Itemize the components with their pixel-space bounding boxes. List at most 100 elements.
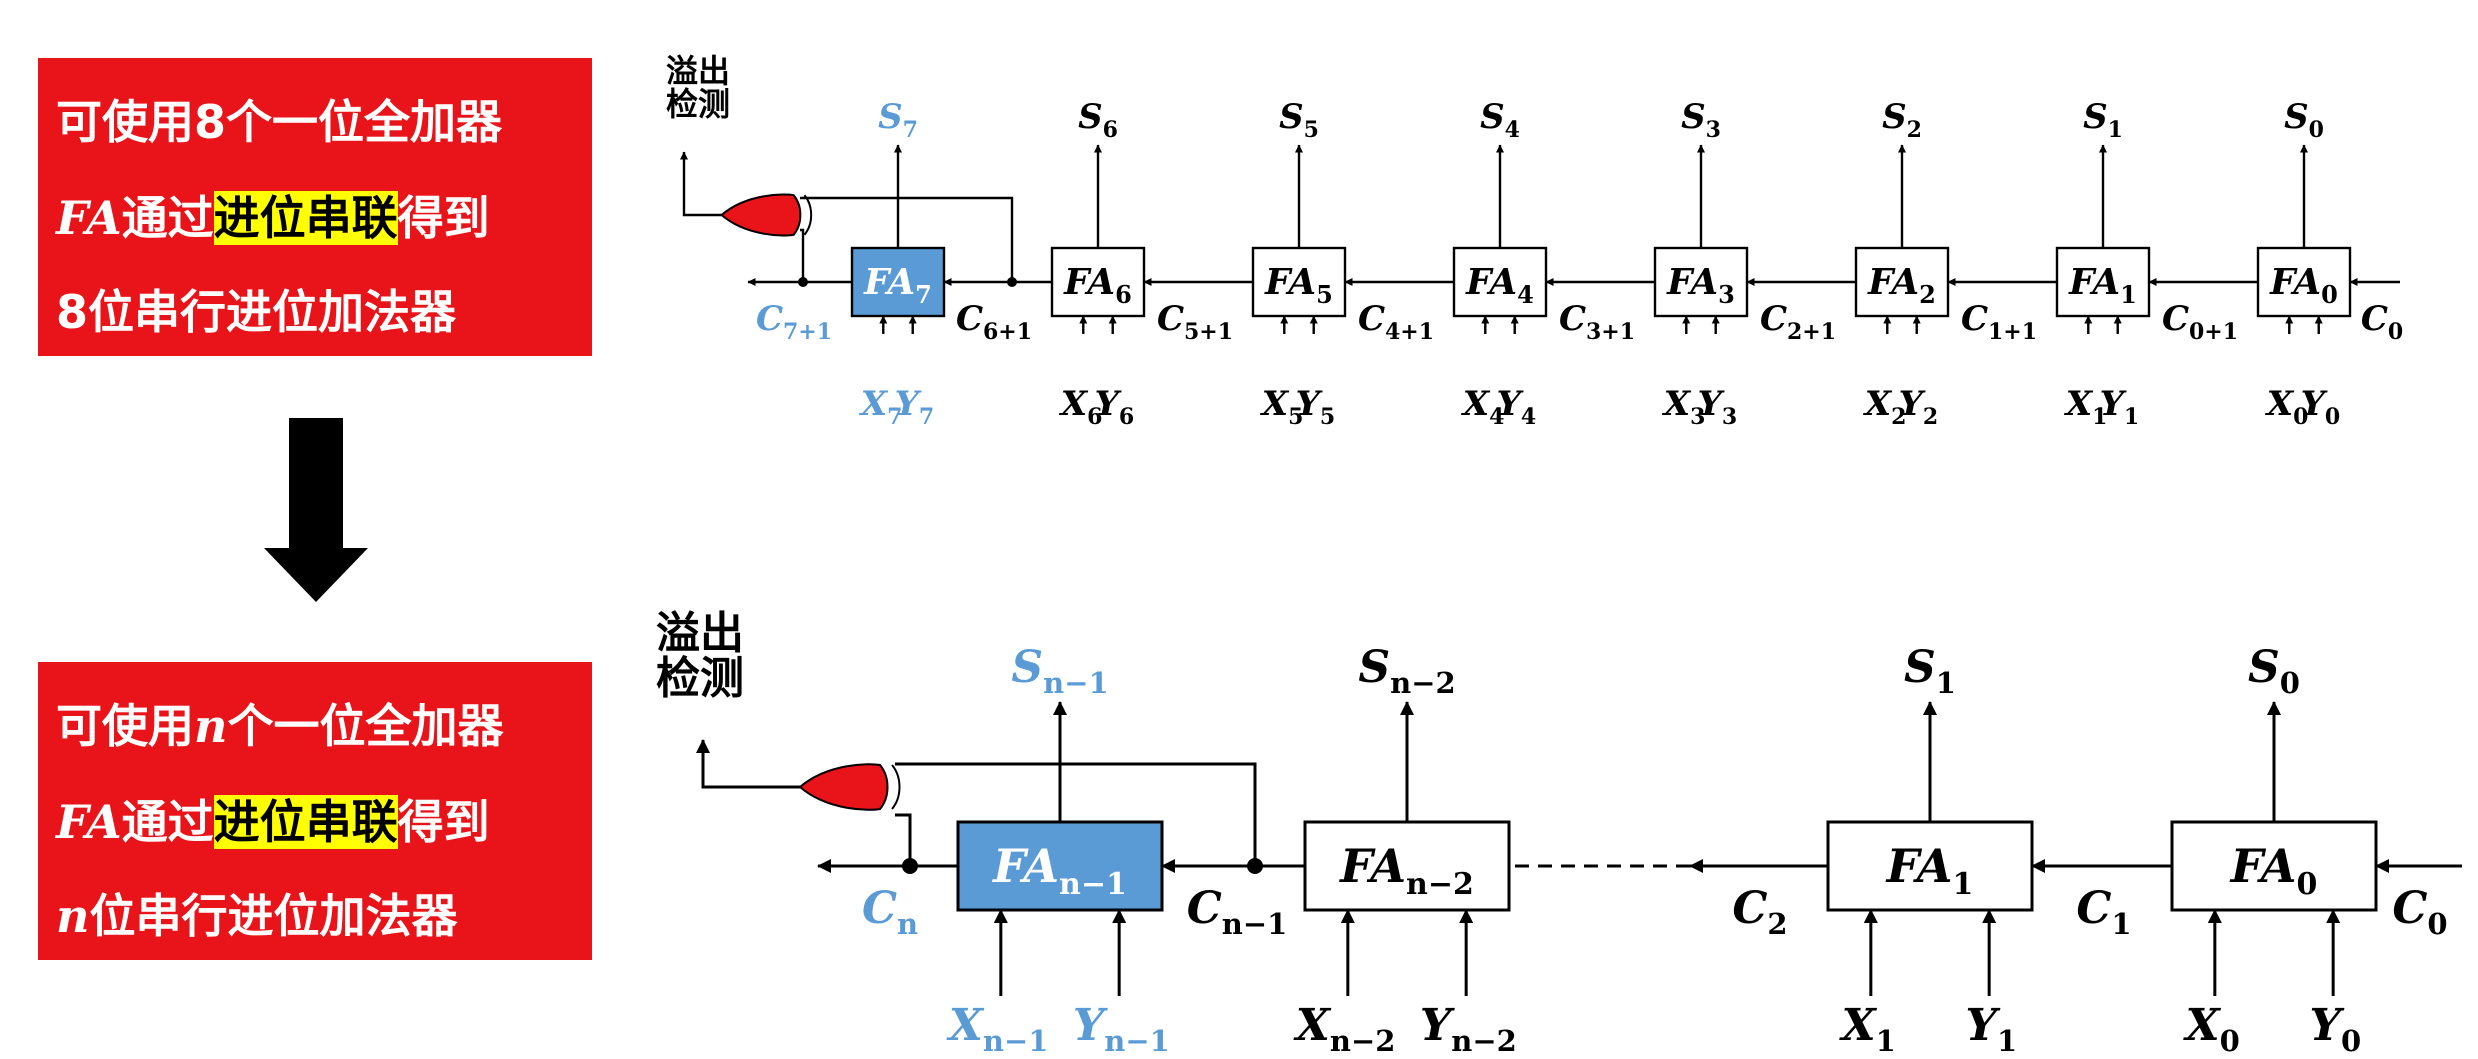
adder-0-carry-label-subscript: 1 bbox=[2111, 907, 2131, 941]
adder-2-x-label-subscript: 2 bbox=[1891, 404, 1906, 430]
adder-6-x-label: X6 bbox=[1059, 384, 1103, 430]
adder-1-x-label: X1 bbox=[2064, 384, 2108, 430]
adder-5-carry-label: C5+1 bbox=[1157, 299, 1233, 345]
adder-5-sum-label-base: S bbox=[1279, 97, 1304, 137]
adder-n-1-x-label-base: X bbox=[946, 1000, 985, 1051]
adder-7-x-label-base: X bbox=[859, 384, 889, 424]
adder-4-y-label-subscript: 4 bbox=[1521, 404, 1536, 430]
adder-4-y-label-base: Y bbox=[1497, 384, 1524, 424]
adder-n-2-y-label: Yn−2 bbox=[1420, 1000, 1517, 1058]
adder-0-sum-label-base: S bbox=[2284, 97, 2309, 137]
adder-n-2-x-label-subscript: n−2 bbox=[1330, 1024, 1396, 1058]
top-description-panel: 可使用8个一位全加器 FA通过进位串联得到 8位串行进位加法器 bbox=[38, 58, 592, 356]
xor-input-a-wire-bottom bbox=[895, 813, 912, 866]
adder-n-2-x-label: Xn−2 bbox=[1293, 1000, 1396, 1058]
bottom-overflow-label-line-2: 检测 bbox=[656, 653, 744, 704]
adder-n-1-label-base: FA bbox=[991, 839, 1059, 893]
adder-n-2-sum-label-subscript: n−2 bbox=[1390, 666, 1456, 700]
adder-2-sum-label: S2 bbox=[1882, 97, 1922, 143]
eight-bit-ripple-adder: FA7S7X7Y7C7+1FA6S6X6Y6C6+1FA5S5X5Y5C5+1F… bbox=[666, 52, 2403, 430]
adder-4-label-base: FA bbox=[1465, 261, 1517, 303]
bottom-xor-gate-input-arc bbox=[891, 764, 901, 810]
adder-0-carry-label-base: C bbox=[2162, 299, 2189, 339]
adder-3-label-base: FA bbox=[1666, 261, 1718, 303]
adder-1-label-subscript: 1 bbox=[2120, 280, 2137, 309]
adder-n-2-label-base: FA bbox=[1338, 839, 1406, 893]
adder-1-box bbox=[1826, 820, 2034, 912]
adder-5-box bbox=[1251, 246, 1347, 318]
adder-0-sum-label-subscript: 0 bbox=[2280, 666, 2300, 700]
adder-6-y-label-base: Y bbox=[1095, 384, 1122, 424]
top-xor-gate bbox=[720, 193, 813, 237]
adder-1-label-subscript: 1 bbox=[1953, 867, 1974, 902]
adder-3-label: FA3 bbox=[1666, 261, 1735, 309]
bottom-xor-gate-body bbox=[798, 763, 889, 811]
adder-0-x-label-base: X bbox=[2265, 384, 2295, 424]
down-arrow-icon bbox=[264, 418, 368, 602]
adder-4-sum-label-base: S bbox=[1480, 97, 1505, 137]
adder-0-label: FA0 bbox=[2229, 839, 2318, 902]
adder-2-box bbox=[1854, 246, 1950, 318]
adder-0-x-label: X0 bbox=[2182, 1000, 2239, 1058]
adder-2-x-label-base: X bbox=[1863, 384, 1893, 424]
adder-0-y-label-base: Y bbox=[2310, 1000, 2345, 1051]
adder-0-y-label-subscript: 0 bbox=[2325, 404, 2340, 430]
adder-7-sum-label: S7 bbox=[878, 97, 918, 143]
adder-6-x-label-subscript: 6 bbox=[1087, 404, 1102, 430]
adder-7-carry-label-subscript: 7+1 bbox=[783, 319, 832, 345]
adder-1-x-label: X1 bbox=[1838, 1000, 1895, 1058]
adder-6-box bbox=[1050, 246, 1146, 318]
adder-7-y-label-subscript: 7 bbox=[919, 404, 934, 430]
adder-n-1-label: FAn−1 bbox=[991, 839, 1127, 902]
adder-4-carry-label-base: C bbox=[1358, 299, 1385, 339]
adder-n-2-carry-label-base: C bbox=[1187, 883, 1222, 934]
adder-3-label-subscript: 3 bbox=[1718, 280, 1735, 309]
adder-n-1-sum-label: Sn−1 bbox=[1011, 642, 1108, 700]
adder-0-y-label-subscript: 0 bbox=[2341, 1024, 2361, 1058]
adder-3-sum-label: S3 bbox=[1681, 97, 1721, 143]
adder-4-label: FA4 bbox=[1465, 261, 1534, 309]
top-panel-line-1: 可使用8个一位全加器 bbox=[56, 95, 503, 149]
adder-n-1-carry-label: Cn bbox=[862, 883, 918, 941]
adder-3-x-label-subscript: 3 bbox=[1690, 404, 1705, 430]
adder-7-label-base: FA bbox=[863, 261, 915, 303]
adder-n-1-x-label-subscript: n−1 bbox=[983, 1024, 1049, 1058]
xor-input-b-wire-bottom bbox=[895, 762, 1257, 866]
adder-7-label: FA7 bbox=[863, 261, 932, 309]
adder-n-2-sum-label-base: S bbox=[1358, 642, 1390, 693]
carry-in-label: C0 bbox=[2392, 883, 2447, 941]
adder-1-sum-label: S1 bbox=[2083, 97, 2123, 143]
xor-output-wire-bottom bbox=[696, 739, 800, 789]
adder-n-1-label-subscript: n−1 bbox=[1059, 867, 1127, 902]
carry-in-label-base: C bbox=[2361, 299, 2388, 339]
adder-n-1-sum-label-base: S bbox=[1011, 642, 1043, 693]
top-xor-gate-input-arc bbox=[803, 194, 813, 236]
adder-0-y-label: Y0 bbox=[2301, 384, 2341, 430]
adder-2-sum-label-subscript: 2 bbox=[1907, 117, 1922, 143]
adder-1-carry-label: C2 bbox=[1732, 883, 1787, 941]
adder-6-carry-label-base: C bbox=[956, 299, 983, 339]
adder-1-sum-label-base: S bbox=[2083, 97, 2108, 137]
adder-2-y-label-subscript: 2 bbox=[1923, 404, 1938, 430]
adder-0-carry-label: C0+1 bbox=[2162, 299, 2238, 345]
adder-3-sum-label-base: S bbox=[1681, 97, 1706, 137]
adder-n-1-box bbox=[956, 820, 1164, 912]
adder-3-x-label: X3 bbox=[1662, 384, 1706, 430]
bottom-overflow-label: 溢出检测 bbox=[656, 608, 744, 704]
adder-4-y-label: Y4 bbox=[1497, 384, 1537, 430]
adder-1-x-label-subscript: 1 bbox=[1876, 1024, 1896, 1058]
adder-n-1-carry-label-base: C bbox=[862, 883, 897, 934]
adder-0-y-label: Y0 bbox=[2310, 1000, 2362, 1058]
adder-2-carry-label-subscript: 2+1 bbox=[1787, 319, 1836, 345]
bottom-panel-line-3: n位串行进位加法器 bbox=[56, 889, 458, 943]
adder-2-label-base: FA bbox=[1867, 261, 1919, 303]
adder-1-x-label-subscript: 1 bbox=[2092, 404, 2107, 430]
top-overflow-label: 溢出检测 bbox=[666, 52, 730, 123]
adder-6-carry-label: C6+1 bbox=[956, 299, 1032, 345]
adder-6-x-label-base: X bbox=[1059, 384, 1089, 424]
carry-in-label: C0 bbox=[2361, 299, 2403, 345]
adder-7-y-label-base: Y bbox=[895, 384, 922, 424]
adder-4-carry-label-subscript: 4+1 bbox=[1385, 319, 1434, 345]
adder-0-carry-label-base: C bbox=[2076, 883, 2111, 934]
